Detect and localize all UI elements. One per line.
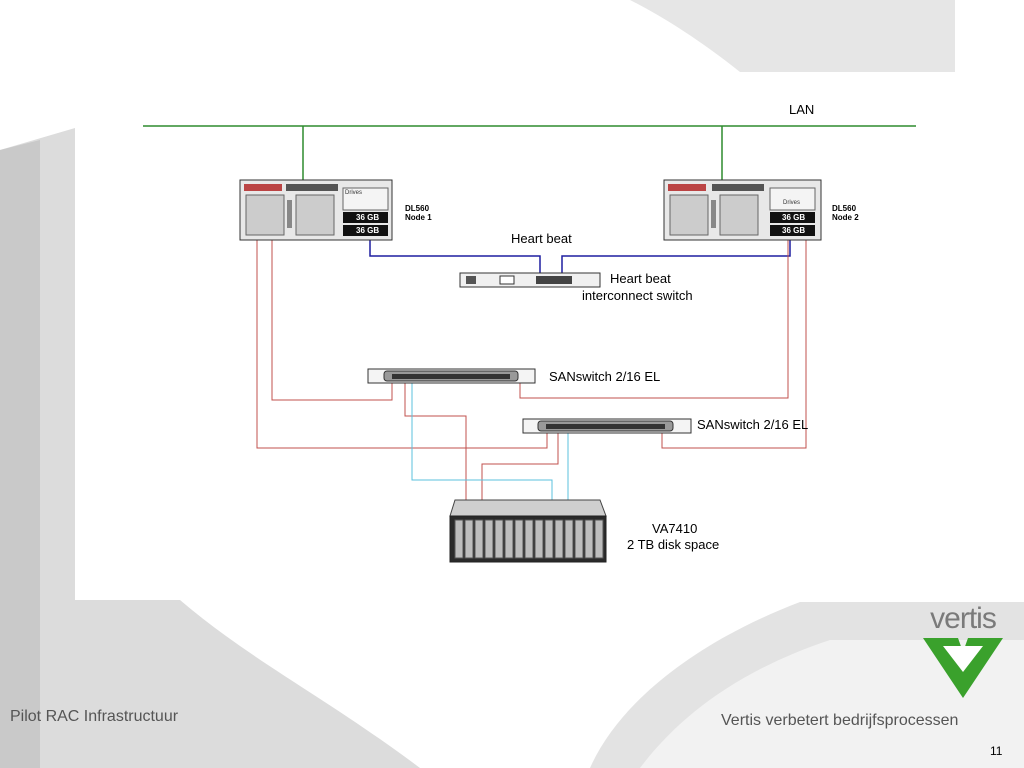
bg-swoosh-left-light: [0, 140, 40, 768]
vertis-v-mark-icon: [923, 638, 1003, 698]
server-node1: [239, 179, 393, 241]
disk-slot: [514, 519, 524, 559]
bg-swoosh-top: [630, 0, 955, 72]
san-switch1-device: [367, 368, 536, 384]
disk-slot: [494, 519, 504, 559]
disk-slot: [534, 519, 544, 559]
disk-slot: [584, 519, 594, 559]
footer-right-tagline: Vertis verbetert bedrijfsprocessen: [721, 712, 959, 729]
node1-disk1: 36 GB: [356, 213, 380, 222]
disk-slot: [454, 519, 464, 559]
heartbeat-label: Heart beat: [511, 231, 572, 246]
node2-name: Node 2: [832, 213, 859, 222]
storage-label-line2: 2 TB disk space: [627, 537, 720, 552]
heartbeat-link-node1: [369, 238, 541, 275]
node2-drives-label: Drives: [783, 200, 801, 206]
disk-slot: [544, 519, 554, 559]
san-switch2-device: [522, 418, 692, 434]
disk-slot: [574, 519, 584, 559]
footer-left-title: Pilot RAC Infrastructuur: [10, 708, 179, 725]
fibre-node1-san2: [256, 240, 548, 449]
storage-label-line1: VA7410: [652, 521, 698, 536]
san-switch1-label: SANswitch 2/16 EL: [549, 369, 661, 384]
node1-name: Node 1: [405, 213, 432, 222]
disk-slot: [484, 519, 494, 559]
vertis-logo: vertis: [918, 602, 1008, 702]
fibre-node2-san2: [661, 240, 807, 449]
hb-switch-label-line1: Heart beat: [610, 271, 671, 286]
san-switch2-label: SANswitch 2/16 EL: [697, 417, 809, 432]
disk-slot: [594, 519, 604, 559]
node2-model: DL560: [832, 204, 857, 213]
disk-slot: [464, 519, 474, 559]
disk-slot: [564, 519, 574, 559]
fibre-node2-san1: [519, 240, 789, 399]
hb-switch-label-line2: interconnect switch: [582, 288, 693, 303]
bg-swoosh-left: [0, 128, 420, 768]
node1-disk2: 36 GB: [356, 226, 380, 235]
node1-drives-label: Drives: [345, 190, 363, 196]
heartbeat-link-node2: [561, 238, 791, 275]
fibre-san2-storage: [481, 432, 559, 500]
fibre-node1-san1: [271, 240, 393, 401]
node2-disk1: 36 GB: [782, 213, 806, 222]
disk-slot: [504, 519, 514, 559]
bg-swoosh-bottom-right-white: [640, 640, 1024, 768]
fibre-san1-storage: [404, 382, 467, 500]
page-number: 11: [990, 744, 1003, 758]
fibre-cyan-san1-storage: [411, 382, 553, 500]
disk-slot: [554, 519, 564, 559]
storage-array-device: [449, 499, 607, 563]
lan-label: LAN: [789, 102, 815, 117]
logo-text: vertis: [930, 602, 997, 635]
heartbeat-switch-device: [459, 272, 601, 288]
disk-slot: [474, 519, 484, 559]
node2-disk2: 36 GB: [782, 226, 806, 235]
server-node2: [663, 179, 822, 241]
node1-model: DL560: [405, 204, 430, 213]
disk-slot: [524, 519, 534, 559]
